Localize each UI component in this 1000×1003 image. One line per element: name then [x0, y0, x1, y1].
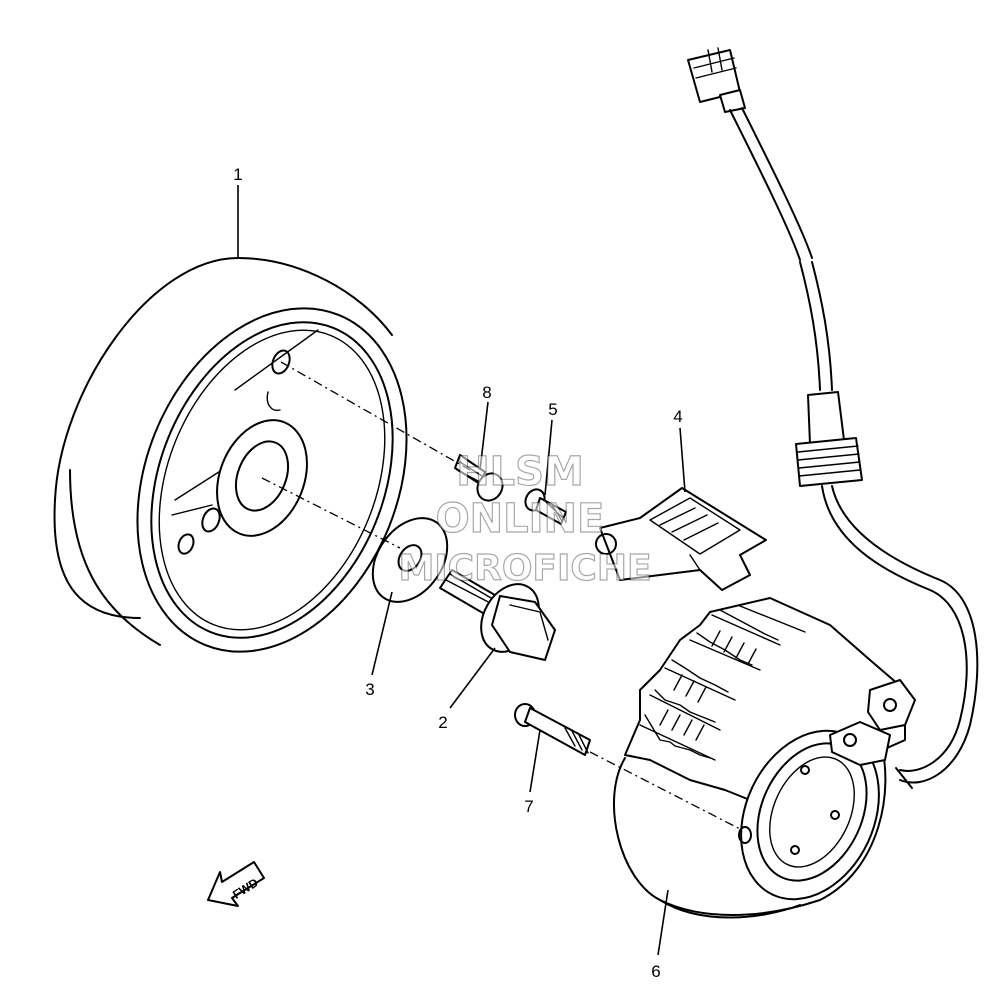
callout-3: 3	[365, 680, 374, 699]
alignment-lines	[261, 361, 743, 831]
watermark: HLSM ONLINE MICROFICHE	[398, 448, 652, 589]
callout-7: 7	[524, 797, 533, 816]
callout-leaders	[237, 185, 686, 956]
stator-coil[interactable]	[613, 597, 916, 922]
wire-harness[interactable]	[687, 47, 979, 789]
callout-2: 2	[438, 713, 447, 732]
callout-6: 6	[651, 962, 660, 981]
flywheel-rotor[interactable]	[53, 257, 456, 692]
long-screw-7[interactable]	[514, 703, 591, 756]
callout-4: 4	[673, 407, 682, 426]
wire-holder-plate[interactable]	[595, 487, 767, 591]
watermark-line-2: ONLINE	[436, 496, 605, 542]
watermark-line-3: MICROFICHE	[398, 548, 651, 589]
callout-5: 5	[548, 400, 557, 419]
screw-5[interactable]	[522, 486, 567, 525]
flange-bolt[interactable]	[439, 569, 556, 662]
watermark-line-1: HLSM	[456, 449, 584, 495]
washer[interactable]	[357, 504, 462, 616]
callout-8: 8	[482, 383, 491, 402]
callout-1: 1	[233, 165, 242, 184]
callout-labels: 1 2 3 4 5 6 7 8	[233, 165, 682, 981]
fwd-direction-marker: FWD	[207, 861, 265, 907]
